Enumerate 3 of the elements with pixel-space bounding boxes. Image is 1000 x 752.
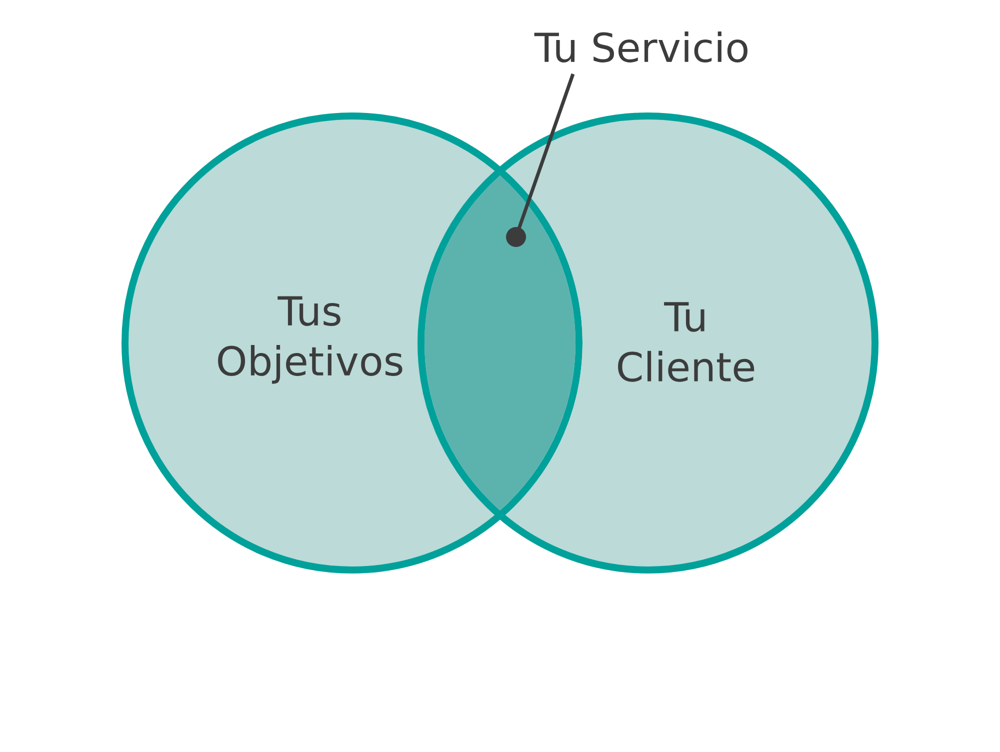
callout-label: Tu Servicio <box>534 32 748 62</box>
leader-line <box>506 73 575 247</box>
overlap-region <box>424 176 576 510</box>
